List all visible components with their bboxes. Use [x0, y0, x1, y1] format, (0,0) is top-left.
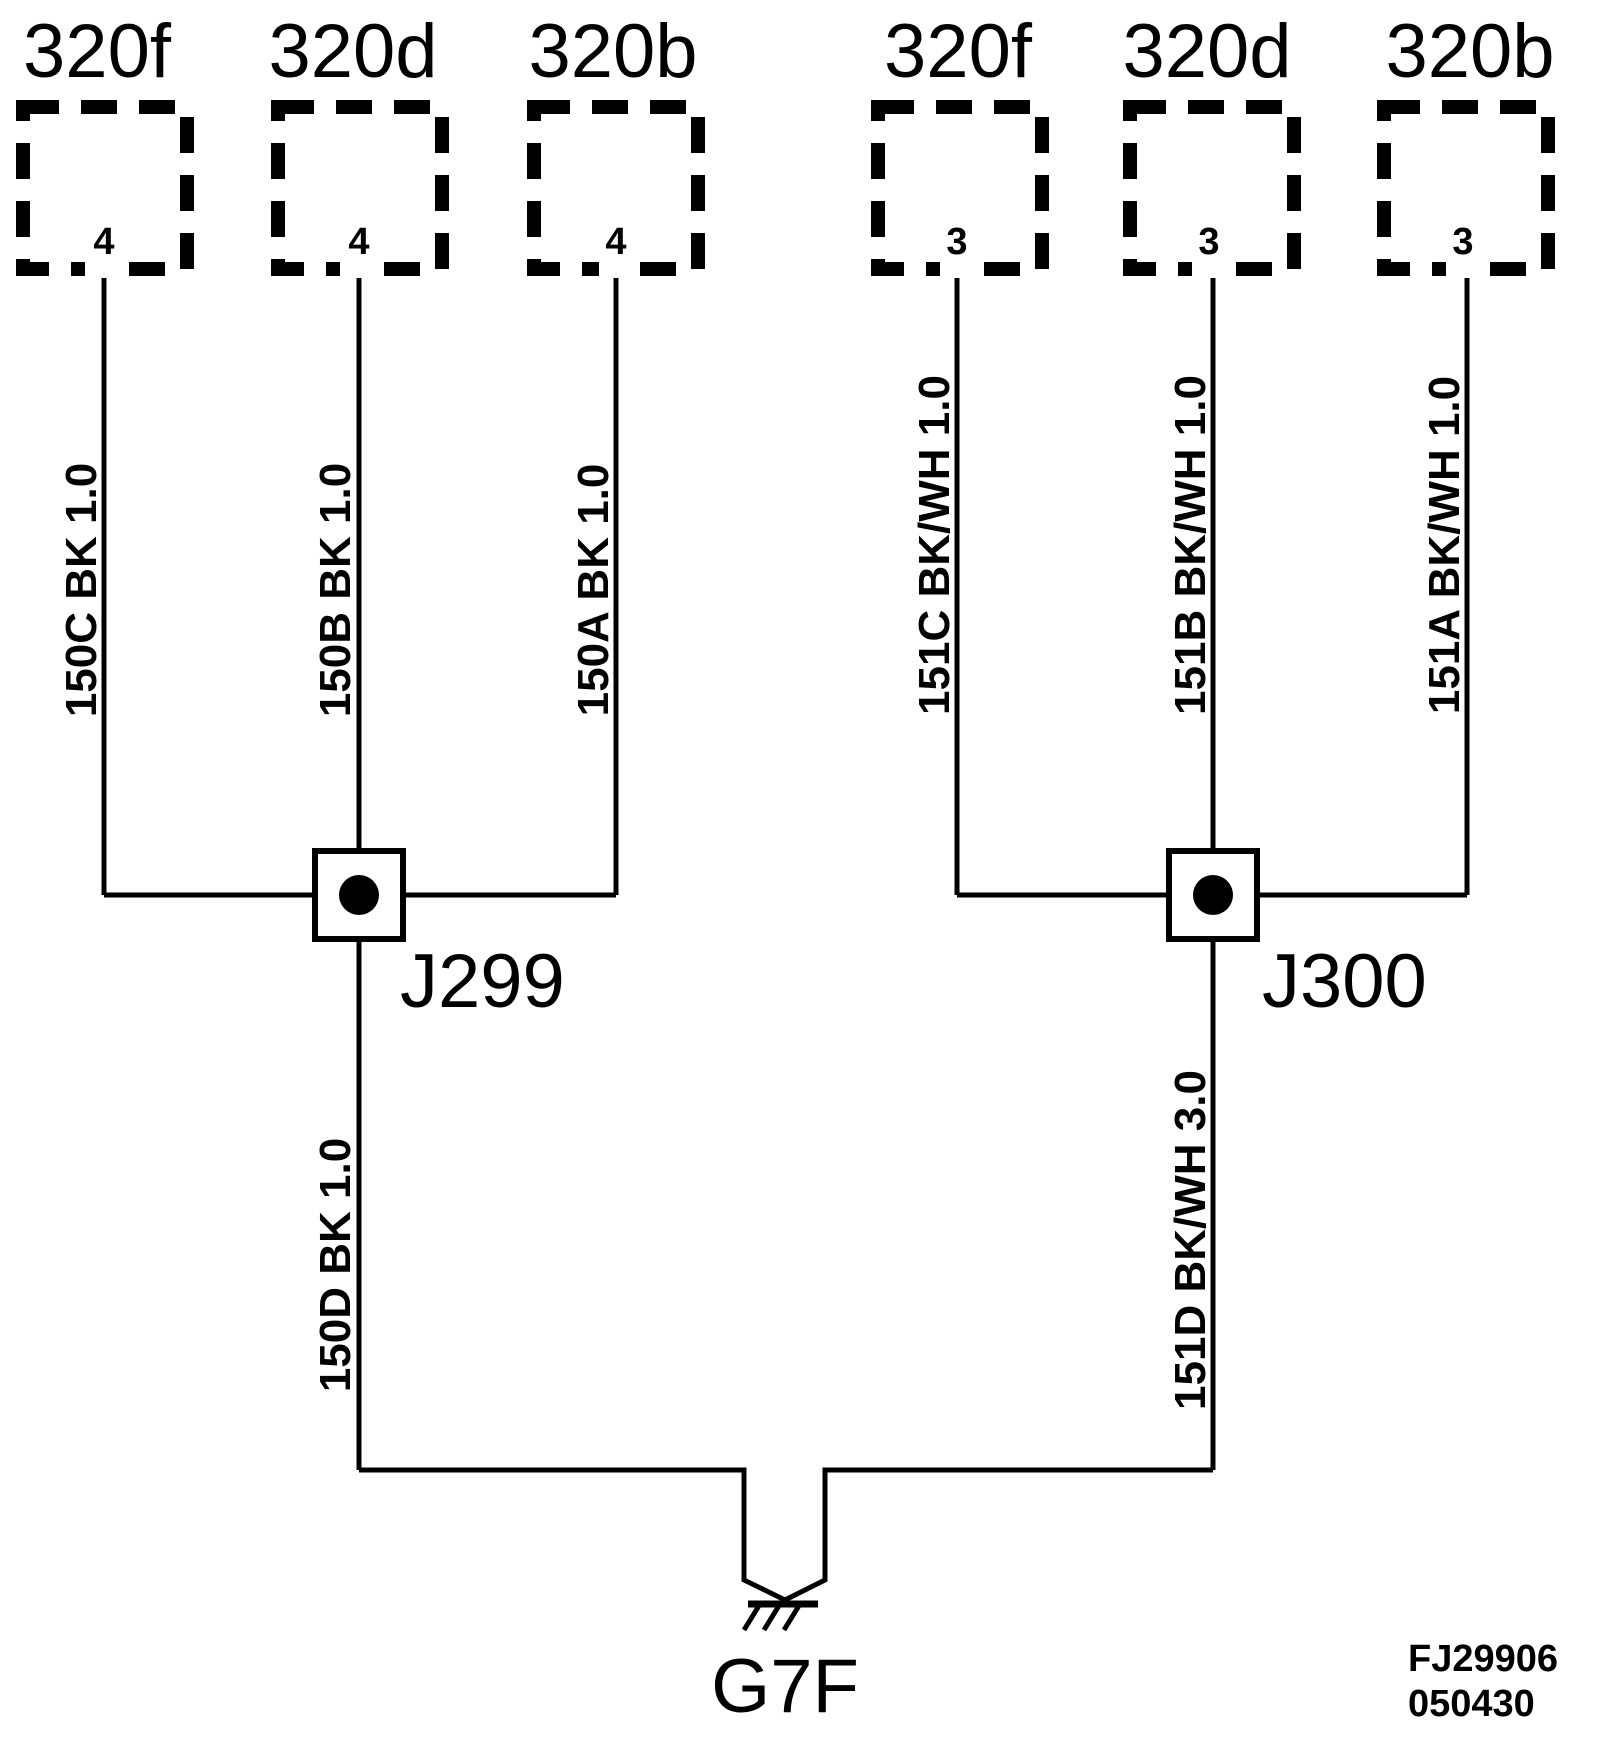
wire-label-150d: 150D BK 1.0 [311, 1138, 360, 1392]
wire-label-150b: 150B BK 1.0 [311, 463, 360, 717]
connector-label-320f-left: 320f [23, 9, 172, 94]
connector-label-320b-right: 320b [1385, 9, 1554, 94]
connector-label-320d-right: 320d [1122, 9, 1291, 94]
wire-label-150c: 150C BK 1.0 [57, 463, 106, 717]
figure-code-line1: FJ29906 [1408, 1638, 1558, 1680]
wire-label-151a: 151A BK/WH 1.0 [1420, 376, 1469, 714]
pin-number: 4 [605, 221, 626, 263]
wire-label-151b: 151B BK/WH 1.0 [1166, 375, 1215, 715]
connector-label-320b-left: 320b [528, 9, 697, 94]
wire-label-151c: 151C BK/WH 1.0 [910, 375, 959, 715]
pin-number: 3 [1198, 221, 1219, 263]
ground-label: G7F [711, 1644, 859, 1729]
pin-number: 4 [93, 221, 114, 263]
connector-label-320d-left: 320d [268, 9, 437, 94]
splice-label-j300: J300 [1262, 939, 1427, 1024]
wire-to-ground-right [783, 1467, 1213, 1603]
pin-number: 3 [1452, 221, 1473, 263]
connector-label-320f-right: 320f [884, 9, 1033, 94]
wire-label-151d: 151D BK/WH 3.0 [1166, 1070, 1215, 1410]
wire-label-150a: 150A BK 1.0 [569, 464, 618, 717]
figure-code-line2: 050430 [1408, 1683, 1535, 1725]
wire-to-ground-left [359, 1467, 787, 1603]
pin-number: 3 [946, 221, 967, 263]
ground-icon [741, 1600, 818, 1632]
splice-label-j299: J299 [400, 939, 565, 1024]
splice-j299-dot [339, 875, 379, 915]
splice-j300-dot [1193, 875, 1233, 915]
pin-number: 4 [348, 221, 369, 263]
